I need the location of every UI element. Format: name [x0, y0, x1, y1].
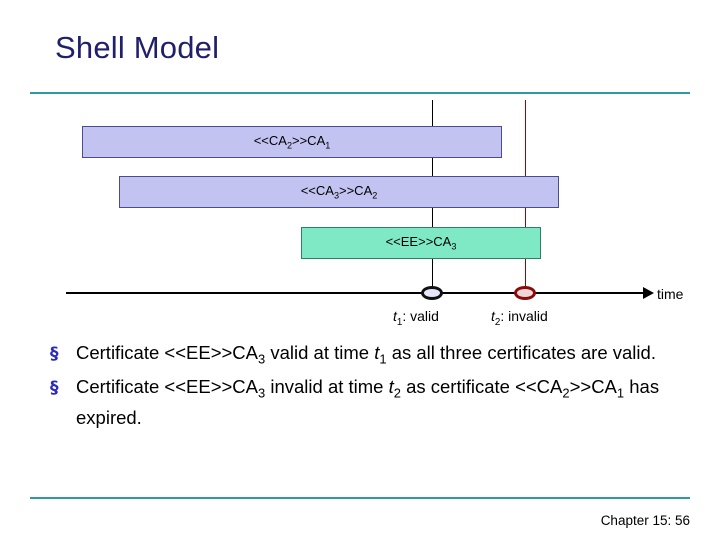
page-title: Shell Model — [55, 30, 220, 65]
list-item: § Certificate <<EE>>CA3 invalid at time … — [36, 374, 696, 431]
tick-label-t2-variable: t — [491, 308, 495, 324]
bar-label-sub: 2 — [286, 140, 292, 151]
bullet2-part2: invalid at time — [265, 375, 389, 397]
top-divider — [30, 92, 690, 94]
bullet-text-2: Certificate <<EE>>CA3 invalid at time t2… — [76, 376, 659, 429]
time-marker-t2-icon — [514, 286, 536, 300]
list-item: § Certificate <<EE>>CA3 valid at time t1… — [36, 340, 696, 372]
tick-label-t1: t1: valid — [393, 308, 439, 328]
time-axis-arrow-icon — [643, 287, 654, 299]
tick-label-t1-text: : valid — [402, 308, 439, 324]
bullet-marker-icon: § — [50, 344, 59, 364]
bar-label-sub: 2 — [372, 190, 378, 201]
bullet2-part5: has expired. — [76, 375, 660, 429]
bullet2-sub2: 2 — [393, 385, 401, 401]
bullet2-sub4: 1 — [616, 385, 625, 401]
shell-model-diagram: <<CA2>>CA1 <<CA3>>CA2 <<EE>>CA3 time t1:… — [0, 100, 720, 335]
slide-footer: Chapter 15: 56 — [600, 513, 690, 528]
bullet2-sub3: 2 — [562, 385, 570, 401]
certificate-bar-ca2-ca1: <<CA2>>CA1 — [82, 126, 502, 158]
bar-label-sub: 3 — [333, 190, 339, 201]
bullet2-variable: t — [388, 375, 394, 397]
bullet2-part1: Certificate <<EE>>CA — [76, 375, 259, 397]
time-marker-t1-icon — [421, 286, 443, 300]
bullet-text-1: Certificate <<EE>>CA3 valid at time t1 a… — [76, 342, 656, 367]
time-axis — [66, 292, 646, 294]
bullet1-variable: t — [374, 342, 380, 363]
certificate-bar-ee-ca3: <<EE>>CA3 — [301, 227, 541, 259]
bullet1-sub1: 3 — [258, 351, 266, 367]
bullet-marker-icon: § — [50, 377, 59, 398]
bar-label-ee-ca3: <<EE>>CA3 — [385, 234, 457, 252]
bullet1-part3: as all three certificates are valid. — [386, 342, 656, 363]
bullet2-part3: as certificate <<CA — [400, 375, 563, 397]
bullet-list: § Certificate <<EE>>CA3 valid at time t1… — [36, 340, 696, 432]
bullet2-sub1: 3 — [258, 385, 266, 401]
bar-label-sub: 3 — [451, 241, 457, 252]
bullet2-part4: >>CA — [569, 375, 617, 397]
time-axis-label: time — [657, 286, 684, 302]
bar-label-ca3-ca2: <<CA3>>CA2 — [300, 183, 378, 201]
tick-label-t1-subscript: 1 — [396, 316, 403, 328]
tick-label-t2-subscript: 2 — [494, 316, 501, 328]
bar-label-ca2-ca1: <<CA2>>CA1 — [253, 133, 331, 151]
tick-label-t2-text: : invalid — [500, 308, 548, 324]
bullet1-part2: valid at time — [265, 342, 375, 363]
certificate-bar-ca3-ca2: <<CA3>>CA2 — [119, 176, 559, 208]
tick-label-t2: t2: invalid — [491, 308, 548, 328]
tick-label-t1-variable: t — [393, 308, 397, 324]
bullet1-sub2: 1 — [379, 351, 387, 367]
bar-label-sub: 1 — [325, 140, 331, 151]
bottom-divider — [30, 497, 690, 499]
bullet1-part1: Certificate <<EE>>CA — [76, 342, 259, 363]
